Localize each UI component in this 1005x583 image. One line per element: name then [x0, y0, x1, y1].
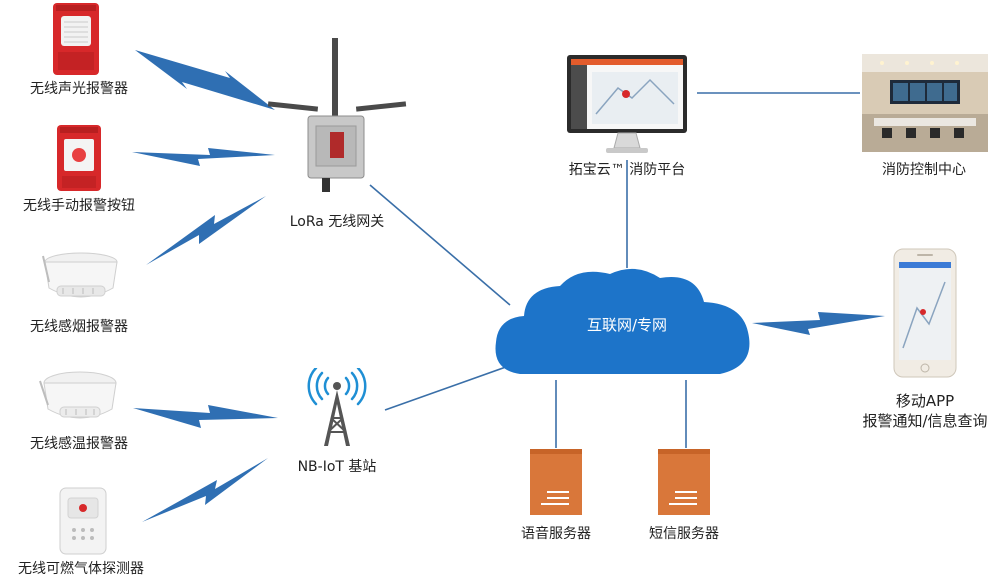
- strobe-alarm-icon: [53, 3, 99, 75]
- platform-label: 拓宝云™ 消防平台: [568, 162, 686, 178]
- lora-gateway-icon: [268, 38, 407, 192]
- smartphone-icon: [893, 248, 957, 378]
- sensor-label-strobe: 无线声光报警器: [30, 81, 128, 97]
- voice-server-label: 语音服务器: [521, 526, 591, 542]
- sensor-label-heat: 无线感温报警器: [30, 436, 128, 452]
- gas-detector-icon: [59, 487, 107, 555]
- base-station-label: NB-IoT 基站: [297, 459, 377, 475]
- link-basestation-cloud: [384, 361, 521, 411]
- wireless-bolt-gas: [142, 458, 268, 522]
- wireless-bolt-manual: [132, 148, 275, 166]
- server-icon: [658, 449, 710, 515]
- heat-detector-icon: [39, 371, 117, 419]
- server-icon: [530, 449, 582, 515]
- control-center-label: 消防控制中心: [882, 162, 966, 178]
- sensor-label-gas: 无线可燃气体探测器: [18, 561, 144, 577]
- gateway-label: LoRa 无线网关: [289, 214, 385, 230]
- manual-call-point-icon: [57, 125, 101, 191]
- wireless-bolt-strobe: [135, 50, 275, 110]
- control-room-photo: [862, 54, 988, 152]
- wireless-bolt-heat: [133, 405, 278, 428]
- mobile-app-label-line1: 移动APP: [895, 392, 955, 410]
- sensor-label-smoke: 无线感烟报警器: [30, 319, 128, 335]
- smoke-detector-icon: [42, 252, 118, 298]
- sms-server-label: 短信服务器: [649, 526, 719, 542]
- mobile-app-label-line2: 报警通知/信息查询: [862, 412, 988, 430]
- cloud-label: 互联网/专网: [586, 316, 668, 334]
- cloud-icon: [495, 268, 750, 374]
- wireless-bolt-mobile: [752, 312, 885, 335]
- wireless-bolt-smoke: [146, 196, 266, 265]
- link-gateway-cloud: [369, 184, 511, 306]
- nb-iot-tower-icon: [307, 368, 367, 446]
- sensor-label-manual: 无线手动报警按钮: [23, 198, 135, 214]
- monitor-icon: [567, 55, 687, 153]
